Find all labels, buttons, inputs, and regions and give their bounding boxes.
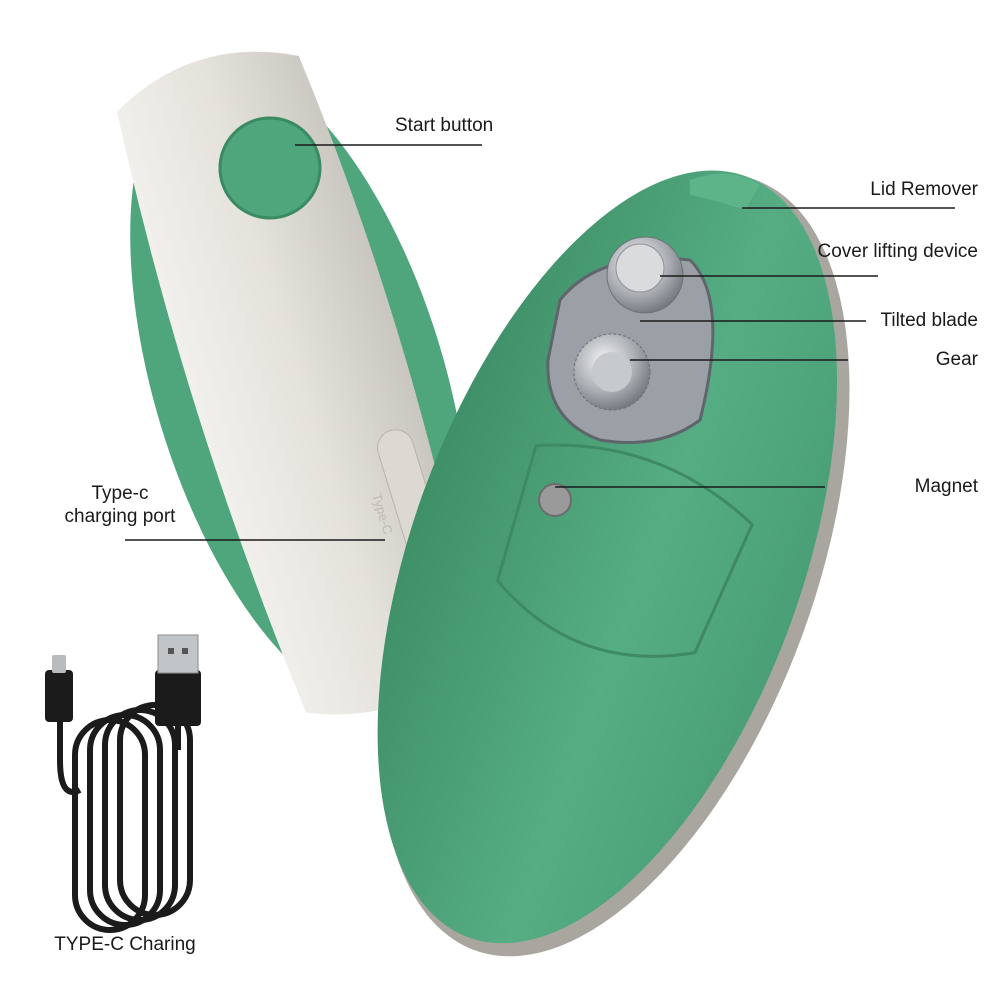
- label-cable: TYPE-C Charing: [54, 934, 196, 955]
- label-magnet: Magnet: [914, 476, 978, 497]
- label-tilted-blade: Tilted blade: [880, 310, 978, 331]
- leader-lines: [125, 144, 955, 541]
- label-start-button: Start button: [395, 115, 494, 136]
- lid-remover-shape: [690, 173, 760, 210]
- cutting-mechanism: [546, 236, 715, 444]
- label-charging-port-line2: charging port: [64, 505, 176, 527]
- magnet-shape: [538, 483, 572, 517]
- usb-a-connector: [155, 670, 201, 726]
- label-gear: Gear: [935, 349, 978, 370]
- device-back-view: [117, 51, 479, 715]
- label-lid-remover: Lid Remover: [870, 179, 978, 200]
- label-charging-port-line1: Type-c: [91, 483, 149, 504]
- usb-cable: [57, 702, 193, 933]
- start-button-shape: [218, 116, 322, 220]
- type-c-connector: [45, 670, 73, 722]
- label-cover-lifting-device: Cover lifting device: [817, 241, 978, 262]
- device-front-view: [377, 170, 850, 957]
- label-charging-port: Type-c charging port: [40, 483, 200, 529]
